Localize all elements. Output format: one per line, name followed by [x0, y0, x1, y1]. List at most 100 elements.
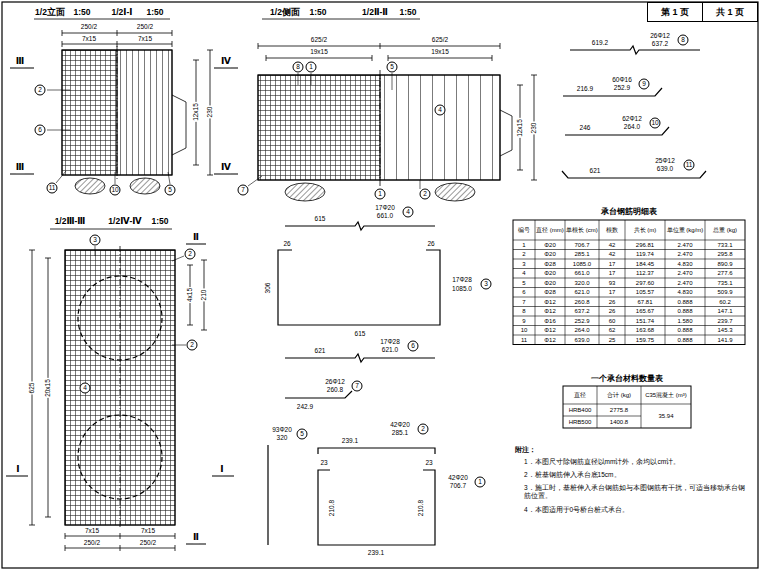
pile-cap-outline — [258, 75, 500, 180]
dimension-text: 615 — [354, 330, 367, 337]
table-cell: 890.9 — [705, 260, 745, 267]
table-cell: 93 — [599, 279, 625, 286]
callout-number: 2 — [418, 424, 429, 435]
callout-number: 1 — [375, 189, 386, 200]
rebar-shape — [267, 445, 268, 545]
table-cell: 163.68 — [625, 327, 665, 334]
table-cell: 1400.8 — [597, 419, 641, 426]
table-grid — [563, 386, 691, 428]
table-cell: 42 — [599, 251, 625, 258]
note: 1．本图尺寸除钢筋直径以mm计外，余均以cm计。 — [524, 458, 746, 466]
dimension-line — [29, 250, 51, 525]
dimension-text: 661.0 — [376, 212, 394, 219]
table-title: 一个承台材料数量表 — [591, 375, 663, 384]
table-cell: 320.0 — [565, 279, 599, 286]
table-cell: 0.888 — [665, 327, 705, 334]
dimension-text: 239.1 — [341, 437, 359, 444]
table-cell: Φ16 — [535, 317, 565, 324]
callout-number: 2 — [35, 85, 46, 96]
dimension-text: 306 — [264, 282, 271, 295]
table-cell: 159.75 — [625, 336, 665, 343]
table-header: 总重 (kg) — [705, 227, 745, 234]
dimension-text: 1085.0 — [451, 285, 473, 292]
dimension-text: 250/2 — [83, 539, 101, 546]
table-cell: 2.470 — [665, 251, 705, 258]
dimension-text: 23 — [319, 459, 328, 466]
table-cell: 264.0 — [565, 327, 599, 334]
rebar-lines — [117, 50, 172, 175]
dimension-text: 621 — [589, 167, 602, 174]
table-cell: 4 — [513, 270, 535, 277]
table-cell: HRB500 — [563, 419, 597, 426]
dimension-text: 252.9 — [613, 84, 631, 91]
page-number: 共 1 页 — [716, 6, 744, 19]
callout-number: 11 — [684, 160, 695, 171]
dimension-text: 26Φ12 — [324, 378, 346, 385]
table-cell: Φ12 — [535, 298, 565, 305]
callout-number: 2 — [420, 189, 431, 200]
callout-number: 7 — [352, 381, 363, 392]
dimension-text: 7x15 — [137, 35, 153, 42]
table-cell: 260.8 — [565, 298, 599, 305]
section-marker: Ⅳ — [221, 57, 231, 67]
table-cell: 1.580 — [665, 317, 705, 324]
table-cell: 0.888 — [665, 336, 705, 343]
callout-number: 4 — [80, 383, 91, 394]
callout-number: 8 — [678, 35, 689, 46]
center-line — [120, 246, 121, 529]
callout-number: 5 — [297, 429, 308, 440]
callout-number: 4 — [403, 207, 414, 218]
table-cell: 4.830 — [665, 260, 705, 267]
table-cell: 184.45 — [625, 260, 665, 267]
note: 4．本图适用于0号桥台桩式承台。 — [524, 506, 746, 514]
dimension-text: 17Φ28 — [379, 338, 401, 345]
table-cell: 2.470 — [665, 279, 705, 286]
rebar-shape — [318, 470, 435, 545]
dimension-text: 19x15 — [430, 48, 450, 55]
table-cell: 60 — [599, 317, 625, 324]
view-title: 1/2Ⅲ-Ⅲ — [55, 217, 86, 226]
pile-section — [75, 178, 105, 194]
center-line — [117, 46, 118, 179]
table-cell: 60.2 — [705, 298, 745, 305]
leader-line — [95, 246, 186, 345]
table-header: 合计 (kg) — [597, 392, 641, 399]
dimension-text: 42Φ20 — [389, 421, 411, 428]
view-title: 1/2Ⅳ-Ⅳ — [108, 217, 141, 226]
callout-number: 11 — [47, 183, 58, 194]
table-cell: 5 — [513, 279, 535, 286]
table-cell: 735.1 — [705, 279, 745, 286]
section-marker: Ⅲ — [16, 57, 25, 67]
rebar-shape — [278, 250, 440, 325]
table-cell: Φ28 — [535, 289, 565, 296]
table-cell: 25 — [599, 336, 625, 343]
table-cell: Φ20 — [535, 279, 565, 286]
table-cell: 11 — [513, 336, 535, 343]
callout-number: 4 — [435, 105, 446, 116]
section-marker: Ⅲ — [16, 163, 25, 173]
table-cell: 26 — [599, 298, 625, 305]
dimension-text: 621.0 — [381, 346, 399, 353]
table-cell: 8 — [513, 308, 535, 315]
dimension-text: 625 — [28, 382, 35, 395]
section-marker: Ⅰ — [16, 465, 19, 475]
dimension-text: 25Φ12 — [654, 157, 676, 164]
table-cell: 2.470 — [665, 270, 705, 277]
table-cell: 10 — [513, 327, 535, 334]
section-marker: Ⅱ — [193, 533, 199, 543]
table-cell: 239.7 — [705, 317, 745, 324]
table-cell: Φ20 — [535, 251, 565, 258]
note: 2．桩基钢筋伸入承台底15cm。 — [524, 471, 746, 479]
dimension-text: 19x15 — [309, 48, 329, 55]
callout-number: 2 — [185, 249, 196, 260]
page-number: 第 1 页 — [661, 6, 689, 19]
dimension-text: 60Φ16 — [611, 76, 633, 83]
table-cell: 661.0 — [565, 270, 599, 277]
note: 3．施工时，基桩伸入承台钢筋如与本图钢筋有干扰，可适当移动承台钢筋位置。 — [524, 484, 746, 500]
table-cell: 67.81 — [625, 298, 665, 305]
dimension-text: 210.8 — [417, 499, 424, 517]
table-grid — [513, 240, 745, 335]
note-title: 附注： — [515, 446, 575, 454]
callout-number: 3 — [481, 279, 492, 290]
table-header: C35混凝土 (m³) — [641, 392, 691, 399]
